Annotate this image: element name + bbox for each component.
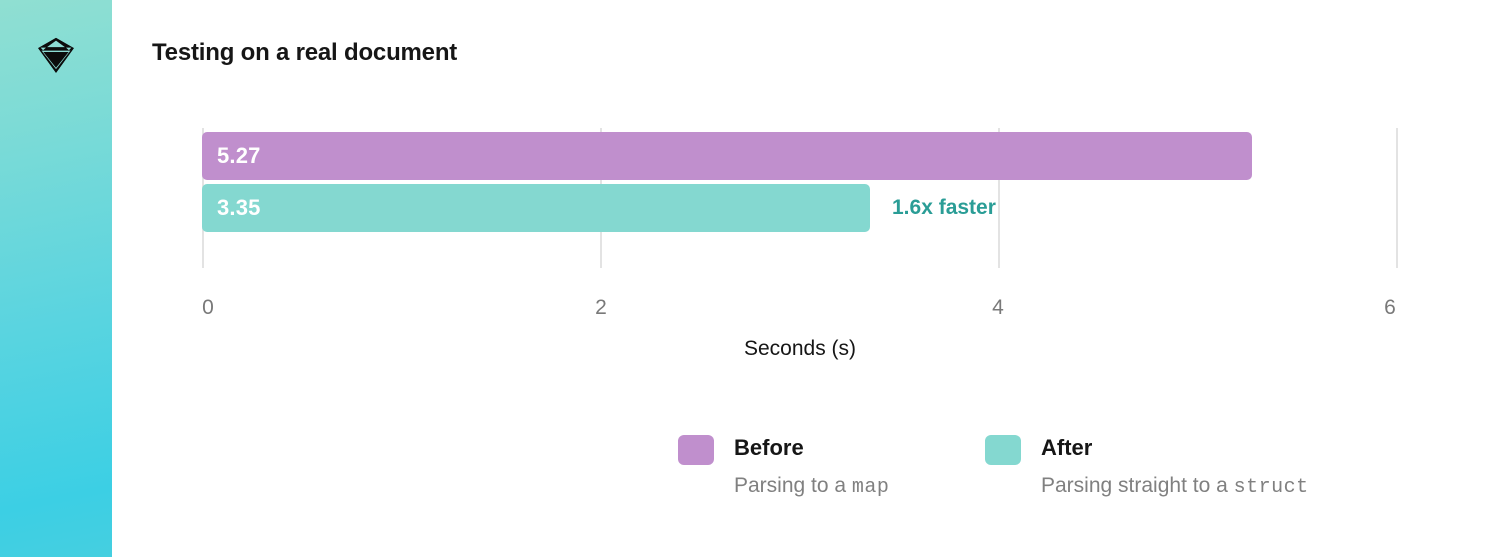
xtick-label-4: 4 (992, 296, 1004, 319)
legend-swatch-before-icon (678, 435, 714, 465)
legend-item-after[interactable]: After Parsing straight to a struct (985, 433, 1309, 500)
legend-texts-before: Before Parsing to a map (734, 433, 889, 500)
legend-sub-before-prefix: Parsing to a (734, 474, 852, 497)
bar-chart-plot: 5.27 3.35 1.6x faster 0 2 4 6 Seconds (s… (202, 128, 1398, 360)
legend-sub-after-prefix: Parsing straight to a (1041, 474, 1234, 497)
chart-legend: Before Parsing to a map After Parsing st… (678, 433, 1309, 500)
xtick-label-0: 0 (202, 296, 214, 319)
legend-sub-after-code: struct (1233, 476, 1309, 499)
xtick-label-6: 6 (1384, 296, 1396, 319)
page-title: Testing on a real document (152, 39, 458, 66)
bar-after[interactable]: 3.35 (202, 184, 870, 232)
gridline-6 (1396, 128, 1398, 268)
bar-before[interactable]: 5.27 (202, 132, 1252, 180)
legend-item-before[interactable]: Before Parsing to a map (678, 433, 985, 500)
legend-label-after: After (1041, 435, 1093, 460)
x-axis-label: Seconds (s) (743, 337, 857, 360)
legend-label-before: Before (734, 435, 804, 460)
legend-sub-after: Parsing straight to a struct (1041, 474, 1309, 500)
legend-texts-after: After Parsing straight to a struct (1041, 433, 1309, 500)
speedup-annotation: 1.6x faster (892, 196, 996, 219)
diamond-gem-icon (38, 37, 74, 73)
bar-value-after: 3.35 (217, 195, 261, 220)
bar-value-before: 5.27 (217, 143, 261, 168)
legend-sub-before: Parsing to a map (734, 474, 889, 500)
gridline-4 (998, 128, 1000, 268)
xtick-label-2: 2 (595, 296, 607, 319)
sidebar-rail (0, 0, 112, 557)
legend-swatch-after-icon (985, 435, 1021, 465)
legend-sub-before-code: map (851, 476, 890, 499)
